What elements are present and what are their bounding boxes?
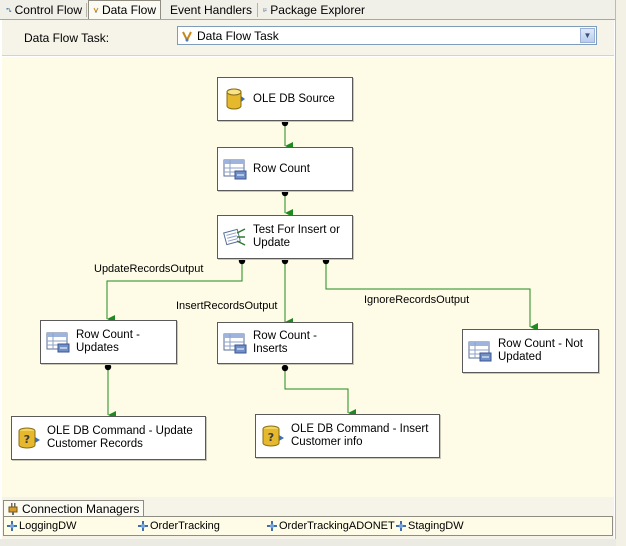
connection-icon [7,521,17,531]
component-row-count-updates[interactable]: Row Count - Updates [40,320,177,364]
component-ole-db-command-update[interactable]: ? OLE DB Command - Update Customer Recor… [11,416,206,460]
horizontal-scrollbar[interactable] [0,539,616,546]
row-count-icon [46,332,70,353]
svg-text:?: ? [268,431,274,444]
connection-icon [396,521,406,531]
connection-item[interactable]: OrderTracking [137,520,220,532]
tab-control-flow[interactable]: Control Flow [2,1,86,18]
path-label-ignore: IgnoreRecordsOutput [364,294,470,306]
connection-managers-list: LoggingDW OrderTracking OrderTrackingADO… [3,516,613,536]
connection-icon [138,521,148,531]
component-ole-db-source[interactable]: OLE DB Source [217,77,353,121]
path-source-to-rowcount[interactable] [281,119,293,150]
svg-text:?: ? [24,433,30,446]
data-flow-task-dropdown[interactable]: Data Flow Task ▼ [177,26,597,45]
path-ignore-output[interactable] [322,257,538,331]
connection-name: OrderTrackingADONET [279,520,395,532]
row-count-icon [223,159,247,180]
path-insert-output[interactable] [281,257,293,326]
tab-separator [257,3,258,17]
designer-tab-strip: Control Flow Data Flow Event Handlers Pa… [0,0,616,20]
connection-name: LoggingDW [19,520,77,532]
component-label: OLE DB Command - Insert Customer info [291,423,429,448]
component-label: OLE DB Command - Update Customer Records [47,425,193,450]
component-label: Test For Insert or Update [253,224,340,249]
ole-db-command-icon: ? [262,425,284,447]
component-row-count[interactable]: Row Count [217,147,353,191]
control-flow-icon [6,7,12,12]
component-row-count-inserts[interactable]: Row Count - Inserts [217,322,353,364]
tab-connection-managers[interactable]: Connection Managers [3,500,145,517]
right-panel-edge [615,0,626,546]
path-rc-inserts-to-cmd-insert[interactable] [281,364,356,417]
connection-managers-panel: Connection Managers LoggingDW OrderTrack… [2,497,614,546]
connection-icon [267,521,277,531]
database-cylinder-icon [226,88,245,110]
data-flow-paths [104,119,538,419]
component-label: Row Count [253,162,310,175]
component-label: Row Count - Updates [76,329,140,354]
ole-db-command-icon: ? [18,427,40,449]
tab-event-handlers[interactable]: Event Handlers [163,1,256,18]
path-label-update: UpdateRecordsOutput [94,263,204,275]
tab-package-explorer-label: Package Explorer [270,2,365,17]
data-flow-icon [93,7,99,14]
chevron-down-icon[interactable]: ▼ [580,28,595,43]
connection-plug-icon [8,503,18,515]
package-explorer-icon [263,7,267,12]
connection-item[interactable]: LoggingDW [6,520,76,532]
component-test-for-insert-or-update[interactable]: Test For Insert or Update [217,215,353,259]
path-label-insert: InsertRecordsOutput [176,300,278,312]
connection-item[interactable]: StagingDW [395,520,464,532]
data-flow-task-value: Data Flow Task [197,28,279,43]
tab-separator [86,3,87,17]
conditional-split-icon [223,228,246,246]
tab-control-flow-label: Control Flow [14,2,82,17]
tab-data-flow-label: Data Flow [101,3,156,17]
task-selector-label: Data Flow Task: [24,31,110,45]
path-update-output[interactable] [106,257,246,323]
row-count-icon [223,333,247,354]
tab-event-handlers-label: Event Handlers [170,2,253,17]
data-flow-design-surface[interactable]: UpdateRecordsOutput InsertRecordsOutput … [2,57,614,497]
task-selector-bar: Data Flow Task: Data Flow Task ▼ [2,20,614,56]
path-rc-updates-to-cmd-update[interactable] [104,363,116,419]
connection-name: OrderTracking [150,520,220,532]
component-row-count-not-updated[interactable]: Row Count - Not Updated [462,329,599,373]
connection-managers-label: Connection Managers [22,502,140,516]
connection-item[interactable]: OrderTrackingADONET [266,520,395,532]
tab-package-explorer[interactable]: Package Explorer [259,1,369,18]
tab-data-flow[interactable]: Data Flow [88,0,161,19]
row-count-icon [468,341,492,362]
path-rowcount-to-split[interactable] [281,189,293,217]
component-label: Row Count - Not Updated [498,338,584,363]
component-ole-db-command-insert[interactable]: ? OLE DB Command - Insert Customer info [255,414,440,458]
component-label: OLE DB Source [253,92,335,105]
data-flow-icon [182,31,192,42]
component-label: Row Count - Inserts [253,330,317,355]
connection-name: StagingDW [408,520,464,532]
